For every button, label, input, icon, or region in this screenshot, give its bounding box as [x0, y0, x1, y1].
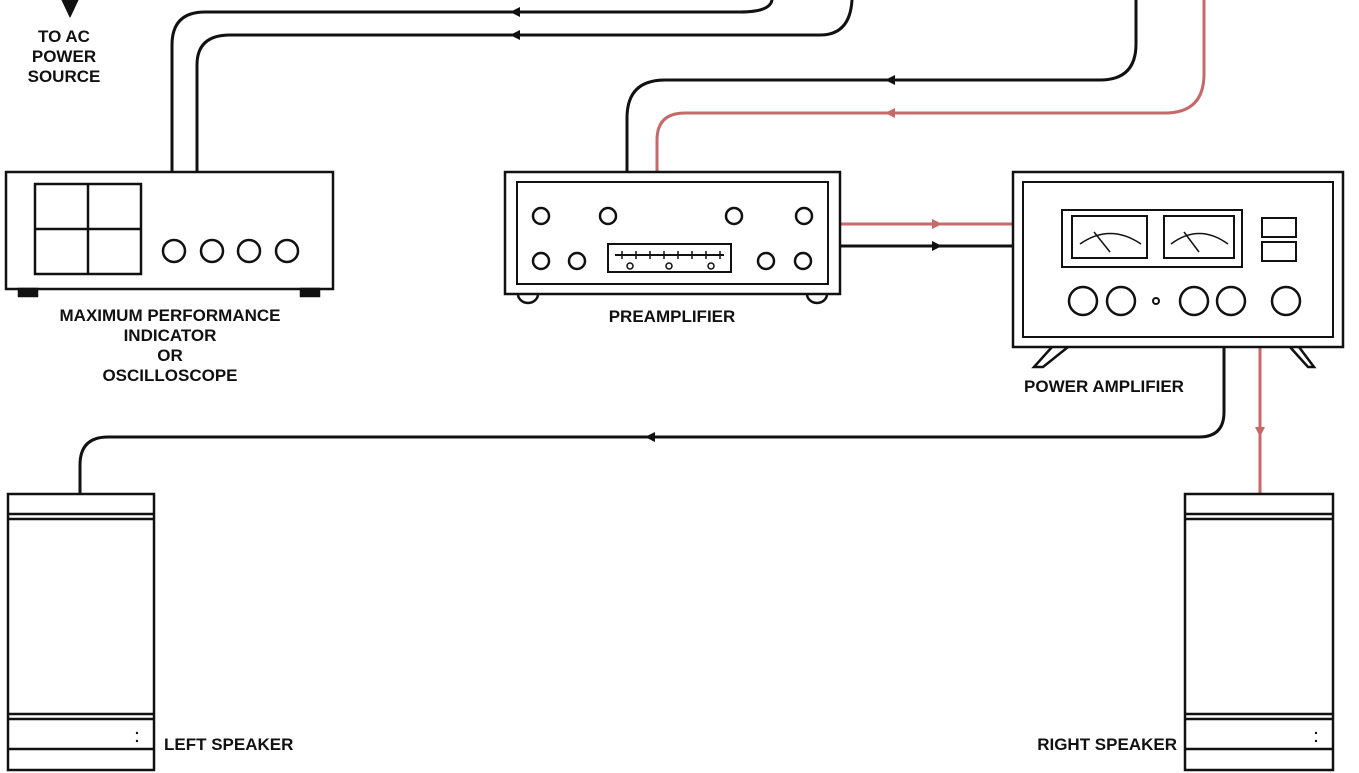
label-line: RIGHT SPEAKER [1037, 735, 1177, 754]
label-line: SOURCE [27, 67, 101, 86]
label-line: LEFT SPEAKER [164, 735, 294, 754]
amp-leg [1289, 346, 1317, 369]
label-line: MAXIMUM PERFORMANCE [59, 306, 281, 325]
power-amplifier-device [1011, 170, 1345, 369]
vu-meter-right [1163, 215, 1235, 259]
preamp-black-cable [625, 0, 1138, 174]
label-power-amplifier: POWER AMPLIFIER [1004, 377, 1204, 397]
mpi-foot [17, 287, 39, 298]
label-line: OR [157, 346, 183, 365]
label-line: POWER [31, 47, 97, 66]
label-left-speaker: LEFT SPEAKER [164, 735, 364, 755]
preamp-foot [805, 293, 829, 305]
vu-meter-left [1071, 215, 1148, 259]
mpi-cable-inner [195, 0, 854, 174]
label-line: INDICATOR [123, 326, 217, 345]
mpi-cable-outer [170, 0, 774, 174]
label-right-speaker: RIGHT SPEAKER [976, 735, 1177, 755]
mpi-knob [274, 238, 300, 264]
mpi-knob [199, 238, 225, 264]
mpi-knob [236, 238, 262, 264]
ac-power-arrow [61, 0, 79, 18]
preamp-foot [516, 293, 540, 305]
label-line: POWER AMPLIFIER [1024, 377, 1184, 396]
right-speaker-device [1183, 492, 1335, 772]
mpi-foot [299, 287, 321, 298]
amp-leg [1031, 346, 1069, 369]
label-ac-power-source: TO AC POWER SOURCE [14, 27, 114, 87]
label-mpi: MAXIMUM PERFORMANCE INDICATOR OR OSCILLO… [20, 306, 320, 386]
preamplifier-device [503, 170, 842, 305]
label-preamplifier: PREAMPLIFIER [572, 307, 772, 327]
label-line: TO AC [38, 27, 90, 46]
left-speaker-device [6, 492, 156, 772]
label-line: PREAMPLIFIER [608, 307, 736, 326]
cables [61, 0, 1265, 496]
tuner-dial [607, 243, 732, 273]
mpi-device [4, 170, 335, 298]
mpi-knob [161, 238, 187, 264]
label-line: OSCILLOSCOPE [102, 366, 238, 385]
preamp-red-cable [655, 0, 1206, 174]
